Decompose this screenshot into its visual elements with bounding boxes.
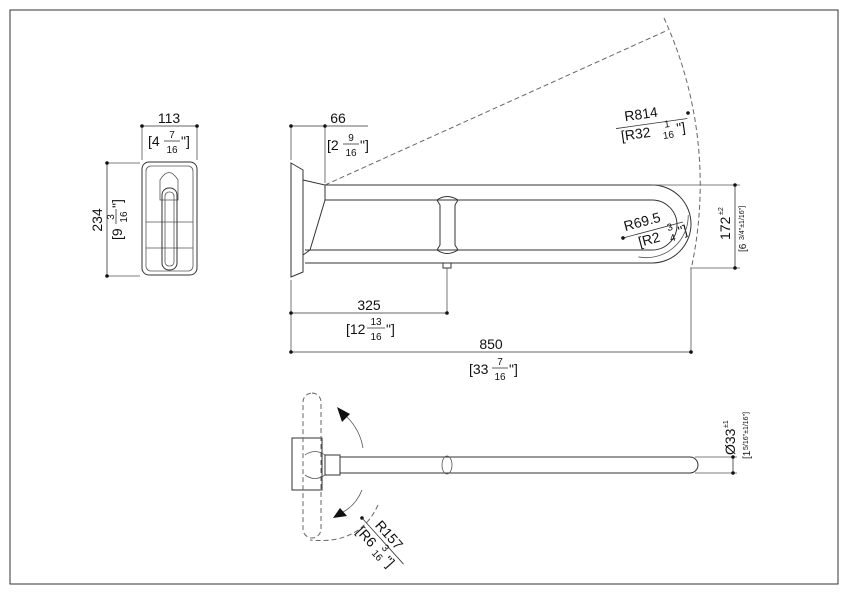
grab-bar-top	[340, 456, 699, 474]
hinge-front	[159, 172, 179, 201]
width-frac-den: 16	[166, 145, 178, 156]
support-grip	[436, 199, 459, 251]
drawing-border	[9, 9, 839, 585]
swing-line	[324, 29, 669, 186]
folded-bar-outline	[302, 392, 322, 539]
wall-plate-front	[141, 161, 198, 276]
total-length-inch: [33	[469, 361, 489, 377]
bend-frac-den: 4	[669, 232, 678, 244]
height-dim: 234	[89, 208, 105, 232]
width-dim-inch: [4	[148, 133, 160, 149]
bend-frac-num: 3	[666, 222, 675, 234]
bar-height-inch-frac: 3/4"±1/16"]	[739, 206, 746, 240]
support-inch-close: "]	[386, 321, 395, 337]
length-frac-num: 7	[497, 357, 503, 368]
swing-radius-inch: [R32	[620, 124, 652, 144]
plate-frac-num: 9	[348, 133, 354, 144]
hinge-side	[302, 179, 326, 256]
diameter-inch-frac: 5/16"±1/16"]	[743, 412, 750, 450]
bar-height-tol: ±2	[718, 207, 725, 215]
support-distance-dim: 325	[357, 297, 381, 313]
wall-plate-top	[291, 437, 323, 491]
height-dim-inch: [9	[109, 228, 125, 240]
diameter-tol: ±1	[723, 420, 730, 428]
bar-front	[161, 187, 178, 271]
bar-height-dim: 172	[717, 216, 733, 240]
support-frac-num: 13	[370, 317, 382, 328]
plate-inch-close: "]	[360, 137, 369, 153]
bar-height-inch: [6	[738, 243, 749, 252]
bend-radius-inch: [R2	[637, 229, 662, 250]
diameter-dim: Ø33	[722, 428, 738, 455]
plate-depth-inch: [2	[327, 137, 339, 153]
swing-inch-close: "]	[675, 119, 686, 136]
rotate-down-arrow-icon	[333, 508, 347, 518]
side-view: 66 [2 9 16 "] R814 [R32 1 16 "] R69.5 [R…	[289, 17, 749, 383]
height-frac-den: 16	[119, 211, 130, 223]
top-view: Ø33 ±1 [1 5/16"±1/16"] R157 [R6 3 16 "]	[291, 392, 753, 570]
length-frac-den: 16	[494, 372, 506, 383]
plate-frac-den: 16	[345, 148, 357, 159]
support-foot	[442, 263, 452, 269]
radius-frac-num: 3	[379, 543, 391, 555]
total-length-dim: 850	[479, 336, 503, 352]
height-frac-num: 3	[106, 214, 117, 220]
width-frac-num: 7	[169, 130, 175, 141]
rotate-up-arrow-icon	[337, 407, 350, 422]
swing-frac-num: 1	[664, 119, 671, 131]
grab-bar-side	[305, 184, 692, 264]
support-frac-den: 16	[370, 332, 382, 343]
width-inch-close: "]	[181, 133, 190, 149]
length-inch-close: "]	[509, 361, 518, 377]
front-view: 113 [4 7 16 "] 234 [9 3 16 "]	[89, 110, 199, 278]
swing-frac-den: 16	[662, 130, 675, 143]
diameter-inch: [1	[742, 450, 753, 459]
plate-depth-dim: 66	[330, 110, 346, 126]
wall-plate-side	[290, 162, 304, 278]
width-dim: 113	[158, 110, 181, 126]
support-distance-inch: [12	[346, 321, 366, 337]
height-inch-close: "]	[109, 199, 125, 208]
bend-inch-close: "]	[676, 221, 689, 239]
swing-radius-dim: R814	[623, 104, 659, 125]
